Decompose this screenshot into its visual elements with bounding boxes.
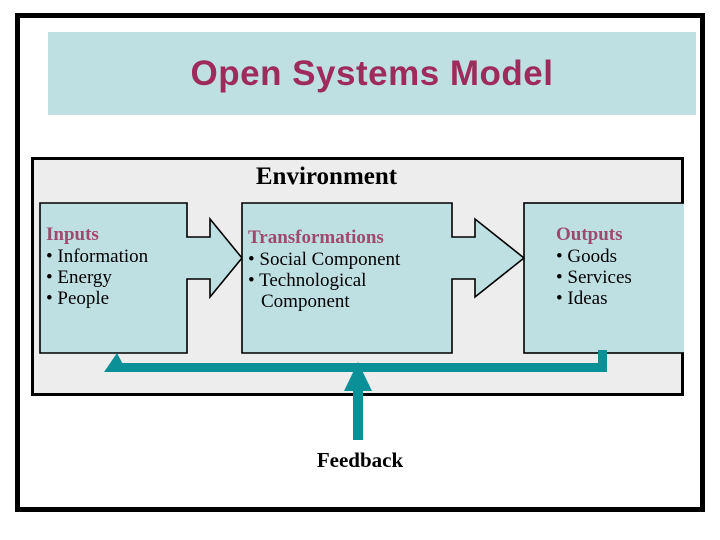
bullet-glyph: • — [248, 249, 255, 270]
list-item-label: Goods — [567, 246, 618, 267]
list-item: • Services — [556, 268, 632, 287]
environment-label: Environment — [255, 163, 398, 190]
process-flow-shapes — [39, 202, 684, 354]
outputs-list: • Goods • Services • Ideas — [556, 247, 632, 308]
list-item-label: Component — [261, 291, 350, 312]
list-item-label: Ideas — [567, 288, 608, 309]
bullet-glyph: • — [556, 288, 563, 309]
list-item-label: Services — [567, 267, 632, 288]
list-item: • People — [46, 289, 148, 308]
list-item-label: Energy — [57, 267, 112, 288]
list-item: • Ideas — [556, 289, 632, 308]
inputs-heading: Inputs — [46, 224, 99, 245]
list-item: • Social Component — [248, 250, 400, 269]
page-title: Open Systems Model — [190, 53, 554, 93]
bullet-glyph: • — [248, 270, 255, 291]
list-item: • Information — [46, 247, 148, 266]
bullet-glyph: • — [46, 288, 53, 309]
list-item-label: Technological — [259, 270, 367, 291]
list-item: • Energy — [46, 268, 148, 287]
inputs-text-block: Inputs • Information • Energy • People — [46, 225, 148, 310]
bullet-glyph: • — [556, 246, 563, 267]
inputs-list: • Information • Energy • People — [46, 247, 148, 308]
list-item-continuation: Component — [248, 292, 400, 311]
inputs-box-and-arrow[interactable] — [39, 202, 244, 354]
bullet-glyph: • — [556, 267, 563, 288]
outputs-heading: Outputs — [556, 224, 623, 245]
transformations-list: • Social Component • Technological Compo… — [248, 250, 400, 311]
list-item-label: People — [57, 288, 110, 309]
bullet-glyph: • — [46, 267, 53, 288]
bullet-glyph: • — [46, 246, 53, 267]
transformations-box-and-arrow[interactable] — [241, 202, 526, 354]
outputs-text-block: Outputs • Goods • Services • Ideas — [556, 225, 632, 310]
outputs-box[interactable] — [523, 202, 684, 354]
list-item-label: Social Component — [259, 249, 401, 270]
transformations-heading: Transformations — [248, 227, 384, 248]
transformations-text-block: Transformations • Social Component • Tec… — [248, 228, 400, 313]
feedback-label: Feedback — [316, 448, 404, 472]
list-item: • Goods — [556, 247, 632, 266]
list-item: • Technological — [248, 271, 400, 290]
list-item-label: Information — [57, 246, 149, 267]
title-band: Open Systems Model — [48, 32, 696, 115]
